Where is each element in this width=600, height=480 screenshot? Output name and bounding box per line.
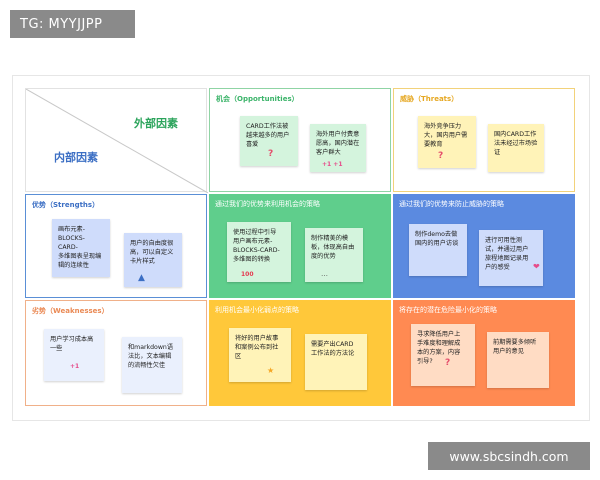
wt-strategy-cell: 将存在的潜在危险最小化的策略 寻求降低用户上 手难度和理解成 本的方案，内容 引… [393, 300, 575, 406]
threats-title: 威胁（Threats） [400, 95, 459, 103]
thumbs-up-icon: ▲ [138, 273, 145, 283]
external-factors-label: 外部因素 [134, 117, 178, 130]
sticky-note: 用户学习成本高 一些 [44, 329, 104, 381]
sticky-text: 制作demo去做 国内的用户访谈 [415, 231, 459, 247]
threats-cell: 威胁（Threats） 海外竞争压力 大，国内用户需 要教育 ? 国内CARD工… [393, 88, 575, 192]
sticky-text: CARD工作法被 越来越多的用户 喜爱 [246, 123, 290, 148]
hundred-points-icon: 100 [241, 271, 254, 278]
so-strategy-cell: 通过我们的优势来利用机会的策略 使用过程中引导 用户画布元素- BLOCKS-C… [209, 194, 391, 298]
strengths-cell: 优势（Strengths） 画布元素- BLOCKS-CARD- 多维图表呈现编… [25, 194, 207, 298]
sticky-note: 寻求降低用户上 手难度和理解成 本的方案，内容 引导? [411, 324, 475, 386]
so-strategy-title: 通过我们的优势来利用机会的策略 [215, 200, 320, 208]
star-icon: ★ [267, 366, 275, 375]
plus-one-icon: +1 [70, 363, 80, 370]
sticky-text: 用户学习成本高 一些 [50, 336, 94, 352]
wo-strategy-title: 利用机会最小化弱点的策略 [215, 306, 299, 314]
sticky-note: 将好的用户故事 和案例公布到社 区 [229, 328, 291, 382]
heart-icon: ❤ [533, 262, 540, 271]
sticky-text: 进行可用性测 试，并通过用户 旅程地图记录用 户的感受 [485, 237, 529, 271]
sticky-note: 和markdown语 法比，文本编辑 的流畅性欠佳 [122, 337, 182, 393]
sticky-note: 制作精美的模 板，体现高自由 度的优势 [305, 228, 363, 282]
sticky-note: 国内CARD工作 法未经过市场验 证 [488, 124, 544, 172]
sticky-note: 用户的自由度很 高，可以自定义 卡片样式 [124, 233, 182, 287]
wt-strategy-title: 将存在的潜在危险最小化的策略 [399, 306, 497, 314]
internal-factors-label: 内部因素 [54, 151, 98, 164]
sticky-text: 将好的用户故事 和案例公布到社 区 [235, 335, 279, 360]
sticky-note: 需要产出CARD 工作法的方法论 [305, 334, 367, 390]
strengths-title: 优势（Strengths） [32, 201, 100, 209]
chat-icon: … [321, 270, 328, 278]
sticky-text: 和markdown语 法比，文本编辑 的流畅性欠佳 [128, 344, 174, 369]
swot-board: 外部因素 内部因素 机会（Opportunities） CARD工作法被 越来越… [12, 75, 590, 421]
top-tag: TG: MYYJJPP [10, 10, 135, 38]
sticky-note: 海外竞争压力 大，国内用户需 要教育 [418, 116, 476, 168]
sticky-text: 使用过程中引导 用户画布元素- BLOCKS-CARD- 多维图的转换 [233, 229, 280, 263]
sticky-note: 使用过程中引导 用户画布元素- BLOCKS-CARD- 多维图的转换 [227, 222, 291, 282]
sticky-note: 画布元素- BLOCKS-CARD- 多维图表呈现编 辑的连续性 [52, 219, 110, 277]
st-strategy-title: 通过我们的优势来防止威胁的策略 [399, 200, 504, 208]
question-icon: ? [445, 358, 451, 368]
sticky-text: 画布元素- BLOCKS-CARD- 多维图表呈现编 辑的连续性 [58, 226, 102, 269]
sticky-note: 制作demo去做 国内的用户访谈 [409, 224, 467, 276]
sticky-text: 用户的自由度很 高，可以自定义 卡片样式 [130, 240, 174, 265]
sticky-note: 进行可用性测 试，并通过用户 旅程地图记录用 户的感受 [479, 230, 543, 286]
question-icon: ? [268, 149, 274, 159]
sticky-text: 制作精美的模 板，体现高自由 度的优势 [311, 235, 355, 260]
sticky-text: 前期需要多倾听 用户的意见 [493, 339, 537, 355]
diagonal-line [26, 89, 208, 193]
sticky-text: 海外竞争压力 大，国内用户需 要教育 [424, 123, 468, 148]
sticky-note: 前期需要多倾听 用户的意见 [487, 332, 549, 388]
sticky-text: 寻求降低用户上 手难度和理解成 本的方案，内容 引导? [417, 331, 461, 365]
sticky-text: 需要产出CARD 工作法的方法论 [311, 341, 355, 357]
opportunities-title: 机会（Opportunities） [216, 95, 299, 103]
plus-one-icon: +1 +1 [322, 161, 343, 168]
bottom-tag: www.sbcsindh.com [428, 442, 590, 470]
question-icon: ? [438, 151, 444, 161]
sticky-text: 海外用户付费意 愿高，国内潜在 客户群大 [316, 131, 360, 156]
wo-strategy-cell: 利用机会最小化弱点的策略 将好的用户故事 和案例公布到社 区 ★ 需要产出CAR… [209, 300, 391, 406]
sticky-note: CARD工作法被 越来越多的用户 喜爱 [240, 116, 298, 166]
opportunities-cell: 机会（Opportunities） CARD工作法被 越来越多的用户 喜爱 ? … [209, 88, 391, 192]
st-strategy-cell: 通过我们的优势来防止威胁的策略 制作demo去做 国内的用户访谈 进行可用性测 … [393, 194, 575, 298]
weaknesses-title: 劣势（Weaknesses） [32, 307, 109, 315]
sticky-note: 海外用户付费意 愿高，国内潜在 客户群大 [310, 124, 366, 172]
weaknesses-cell: 劣势（Weaknesses） 用户学习成本高 一些 +1 和markdown语 … [25, 300, 207, 406]
sticky-text: 国内CARD工作 法未经过市场验 证 [494, 131, 538, 156]
corner-cell: 外部因素 内部因素 [25, 88, 208, 193]
